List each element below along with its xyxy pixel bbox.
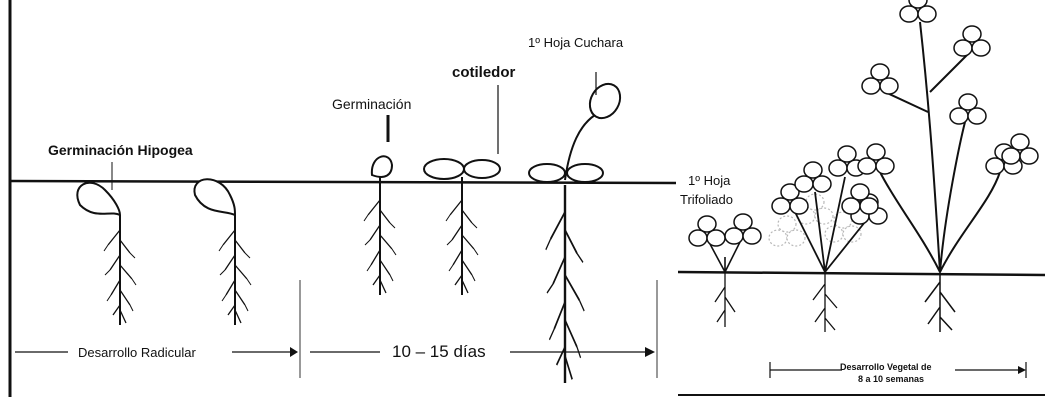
- arrow-head-1: [290, 347, 298, 357]
- seedling-germinacion: [364, 156, 396, 295]
- label-germinacion: Germinación: [332, 96, 411, 112]
- trifoliate-plant-tall: [842, 0, 1038, 332]
- seedling-cotiledor: [424, 159, 500, 295]
- label-desarrollo-vegetal-2: 8 a 10 semanas: [858, 374, 924, 384]
- seedling-hipogea-2: [194, 179, 251, 325]
- label-dias: 10 – 15 días: [392, 342, 486, 362]
- arrow-head-2: [645, 347, 655, 357]
- label-hoja-trifoliado-2: Trifoliado: [680, 192, 733, 207]
- seedling-hoja-cuchara: [529, 78, 626, 383]
- label-desarrollo-vegetal-1: Desarrollo Vegetal de: [840, 362, 932, 372]
- label-hoja-trifoliado-1: 1º Hoja: [688, 173, 730, 188]
- label-hoja-cuchara: 1º Hoja Cuchara: [528, 35, 623, 50]
- label-desarrollo-radicular: Desarrollo Radicular: [78, 345, 196, 360]
- trifoliate-plant-small: [689, 214, 761, 327]
- label-cotiledor: cotiledor: [452, 64, 515, 81]
- seedling-hipogea-1: [77, 183, 136, 325]
- label-germinacion-hipogea: Germinación Hipogea: [48, 142, 193, 158]
- arrow-head-3: [1018, 366, 1026, 374]
- ground-line-right: [678, 272, 1045, 275]
